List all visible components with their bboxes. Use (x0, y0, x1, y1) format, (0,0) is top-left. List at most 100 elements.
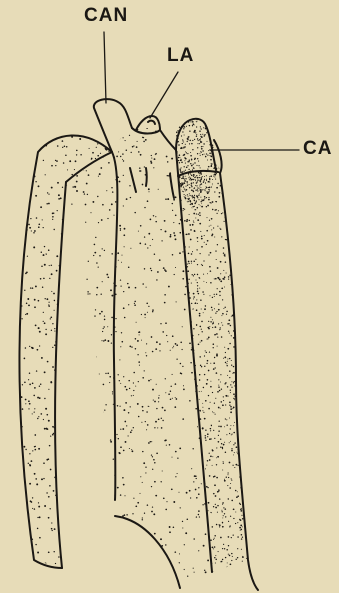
stipple-dot (70, 329, 71, 330)
stipple-dot (32, 497, 33, 498)
stipple-dot (226, 133, 227, 134)
stipple-dot (188, 522, 189, 523)
stipple-dot (221, 146, 222, 147)
stipple-dot (79, 371, 81, 373)
stipple-dot (184, 200, 185, 201)
stipple-dot (14, 548, 16, 550)
stipple-dot (74, 545, 75, 546)
stipple-dot (89, 413, 90, 414)
stipple-dot (92, 381, 93, 382)
stipple-dot (218, 117, 219, 118)
stipple-dot (18, 493, 20, 495)
stipple-dot (96, 323, 97, 324)
stipple-dot (162, 420, 163, 421)
stipple-dot (79, 397, 80, 398)
stipple-dot (143, 462, 145, 464)
stipple-dot (102, 187, 104, 189)
stipple-dot (182, 577, 183, 578)
stipple-dot (256, 281, 257, 282)
stipple-dot (233, 372, 235, 374)
stipple-dot (178, 515, 179, 516)
stipple-dot (235, 179, 237, 181)
stipple-dot (100, 153, 101, 154)
stipple-dot (237, 452, 238, 453)
stipple-dot (218, 123, 219, 124)
stipple-dot (184, 209, 185, 210)
stipple-dot (172, 254, 174, 256)
stipple-dot (119, 537, 121, 539)
stipple-dot (141, 422, 142, 423)
stipple-dot (197, 179, 198, 180)
stipple-dot (202, 224, 203, 225)
stipple-dot (129, 586, 131, 588)
stipple-dot (188, 115, 190, 117)
stipple-dot (18, 247, 20, 249)
stipple-dot (121, 522, 123, 524)
stipple-dot (137, 340, 139, 342)
stipple-dot (176, 203, 177, 204)
stipple-dot (233, 346, 234, 347)
stipple-dot (189, 140, 191, 142)
stipple-dot (226, 434, 227, 435)
leader-can (104, 32, 106, 103)
stipple-dot (232, 465, 233, 466)
stipple-dot (188, 253, 190, 255)
stipple-dot (230, 573, 232, 575)
stipple-dot (199, 501, 200, 502)
stipple-dot (148, 574, 150, 576)
stipple-dot (192, 274, 193, 275)
stipple-dot (203, 541, 205, 543)
stipple-dot (208, 338, 209, 339)
stipple-dot (79, 138, 81, 140)
stipple-dot (91, 425, 93, 427)
stipple-dot (76, 524, 78, 526)
stipple-dot (214, 337, 216, 339)
stipple-dot (244, 186, 245, 187)
stipple-dot (177, 128, 178, 129)
stipple-dot (78, 531, 80, 533)
stipple-dot (137, 502, 139, 504)
stipple-dot (213, 586, 215, 588)
stipple-dot (204, 154, 205, 155)
stipple-dot (107, 218, 108, 219)
stipple-dot (170, 399, 172, 401)
stipple-dot (242, 272, 243, 273)
stipple-dot (197, 158, 198, 159)
stipple-dot (84, 262, 85, 263)
stipple-dot (142, 482, 143, 483)
stipple-dot (109, 556, 110, 557)
stipple-dot (218, 143, 219, 144)
stipple-dot (63, 153, 65, 155)
stipple-dot (247, 224, 249, 226)
stipple-dot (190, 362, 191, 363)
stipple-dot (188, 174, 189, 175)
stipple-dot (204, 198, 205, 199)
stipple-dot (187, 161, 189, 163)
stipple-dot (211, 351, 212, 352)
stipple-dot (181, 148, 182, 149)
stipple-dot (213, 579, 215, 581)
stipple-dot (244, 223, 245, 224)
stipple-dot (221, 579, 223, 581)
stipple-dot (90, 255, 92, 257)
stipple-dot (110, 289, 112, 291)
stipple-dot (81, 516, 83, 518)
stipple-dot (231, 335, 232, 336)
stipple-dot (238, 161, 239, 162)
stipple-dot (21, 318, 22, 319)
stipple-dot (249, 324, 250, 325)
stipple-dot (41, 266, 43, 268)
stipple-dot (176, 256, 177, 257)
stipple-dot (107, 340, 109, 342)
stipple-dot (84, 498, 86, 500)
stipple-dot (208, 370, 210, 372)
stipple-dot (121, 526, 123, 528)
stipple-dot (118, 438, 119, 439)
stipple-dot (208, 175, 209, 176)
stipple-dot (120, 383, 121, 384)
stipple-dot (197, 261, 199, 263)
stipple-dot (173, 501, 175, 503)
stipple-dot (184, 115, 185, 116)
stipple-dot (101, 529, 103, 531)
stipple-dot (191, 261, 192, 262)
